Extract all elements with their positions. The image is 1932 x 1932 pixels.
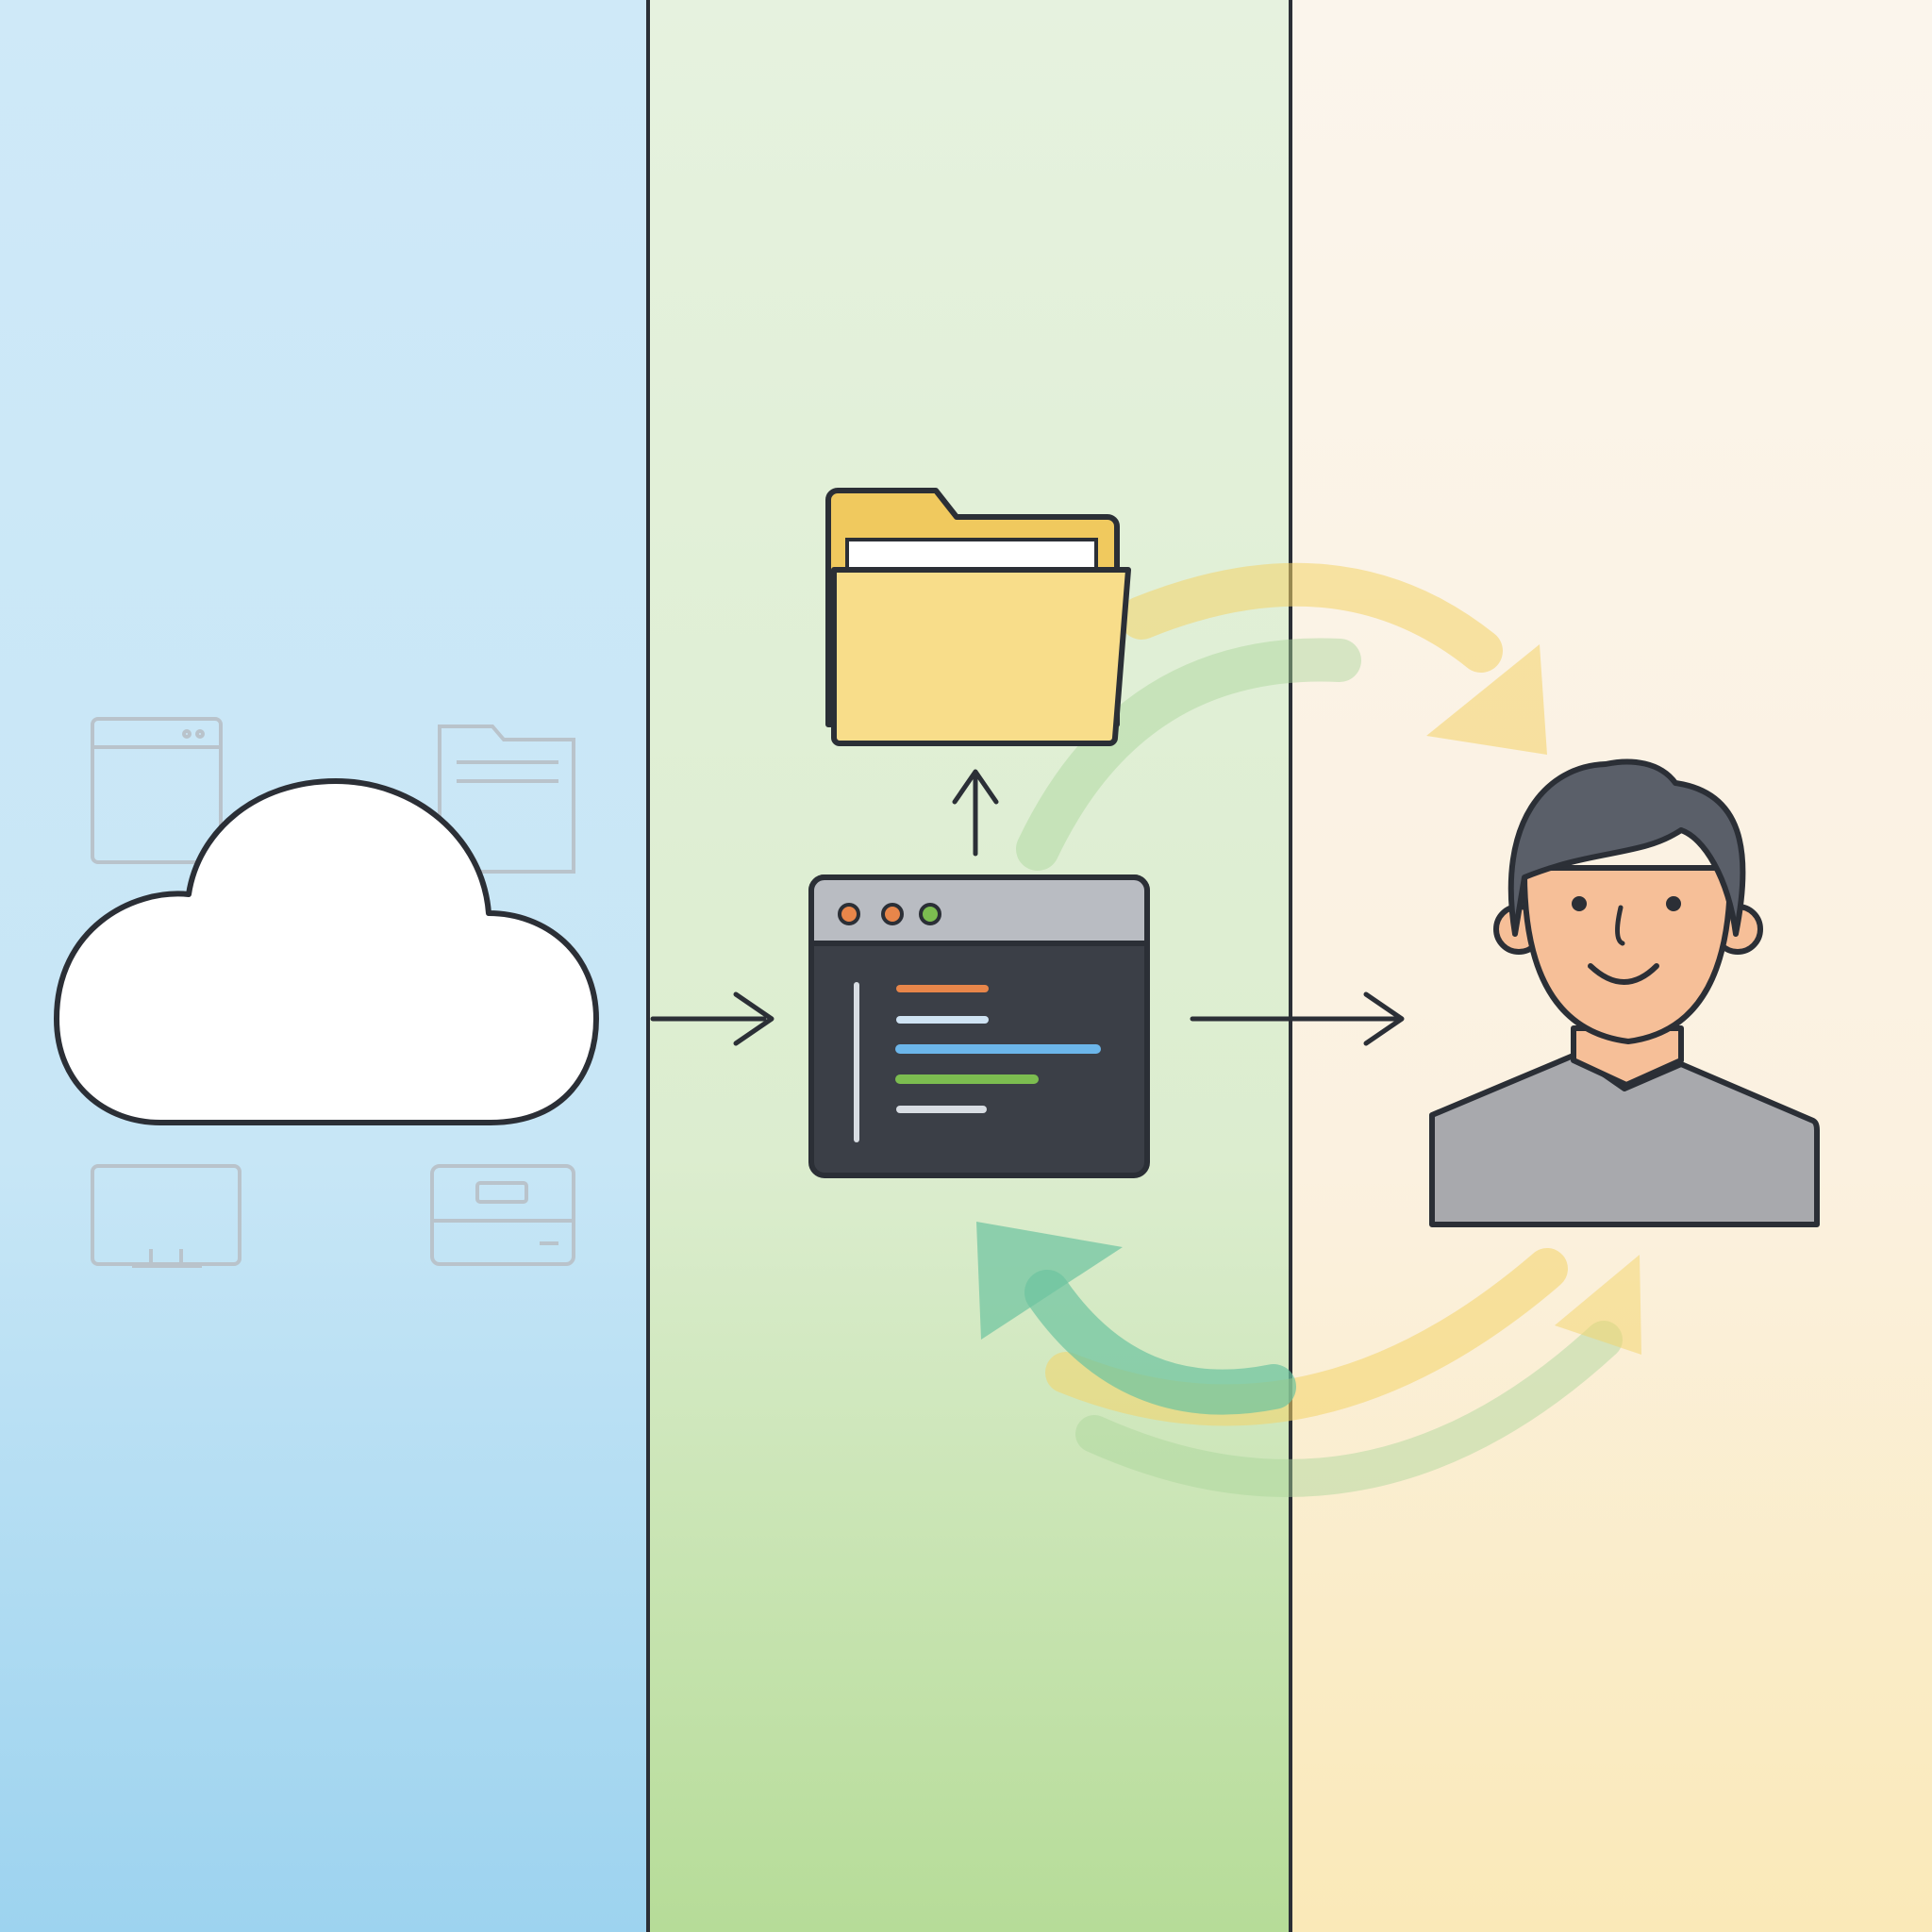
folder-icon [825,488,1131,746]
arrow-app-to-folder [952,769,999,857]
cloud-icon [54,778,599,1125]
card-icon [430,1164,575,1266]
arrow-app-to-user [1190,991,1405,1046]
user-avatar-icon [1429,758,1820,1227]
flow-arrow-folder-to-user [1120,562,1547,755]
arrow-cloud-to-app [650,991,774,1046]
monitor-icon [91,1164,242,1268]
code-editor-window-icon [808,874,1150,1178]
flow-arrow-return-green [1016,638,1361,871]
browser-window-icon [91,717,223,864]
flow-arrow-user-to-app [976,1222,1641,1497]
